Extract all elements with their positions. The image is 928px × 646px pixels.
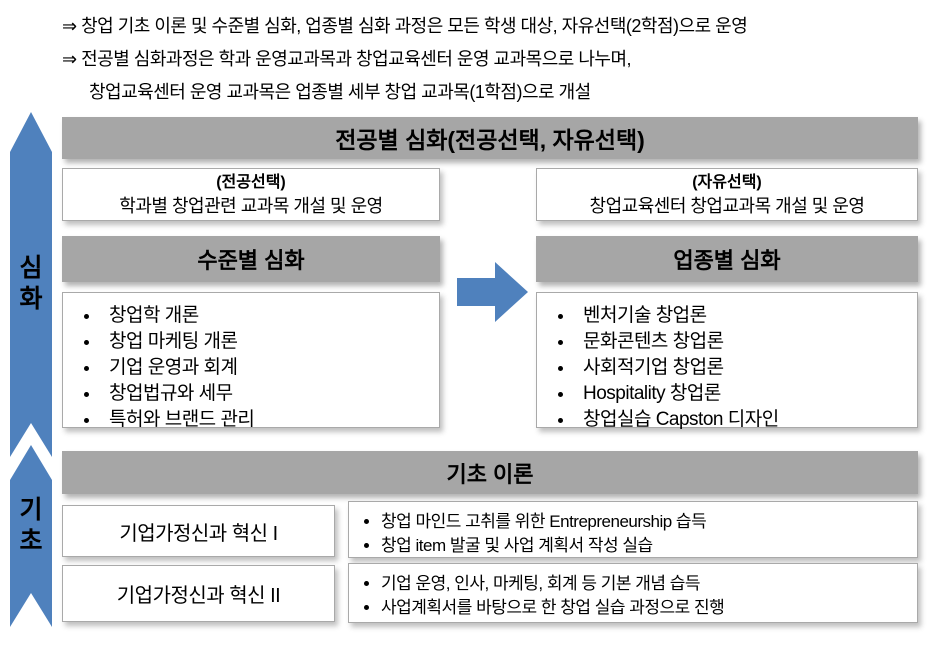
advanced-rail-label: 심화 (19, 254, 43, 314)
industry-course-list-box: 벤처기술 창업론 문화콘텐츠 창업론 사회적기업 창업론 Hospitality… (536, 292, 918, 430)
course-box-innovation-1: 기업가정신과 혁신 I (62, 505, 335, 557)
list-item: 창업 item 발굴 및 사업 계획서 작성 실습 (381, 534, 913, 558)
industry-course-list: 벤처기술 창업론 문화콘텐츠 창업론 사회적기업 창업론 Hospitality… (543, 303, 911, 433)
basic-theory-header: 기초 이론 (62, 451, 918, 494)
list-item: 창업실습 Capston 디자인 (575, 407, 911, 433)
list-item: 기업 운영과 회계 (101, 355, 433, 381)
course-points-box-2: 기업 운영, 인사, 마케팅, 회계 등 기본 개념 습득 사업계획서를 바탕으… (348, 563, 918, 623)
right-arrow-icon (457, 262, 528, 322)
course-box-innovation-2: 기업가정신과 혁신 II (62, 565, 335, 622)
major-deepening-header: 전공별 심화(전공선택, 자유선택) (62, 117, 918, 159)
advanced-up-arrow (10, 112, 52, 457)
course-points-list-1: 창업 마인드 고취를 위한 Entrepreneurship 습득 창업 ite… (353, 510, 913, 558)
basic-rail-label: 기초 (19, 496, 43, 556)
note-line-3: 창업교육센터 운영 교과목은 업종별 세부 창업 교과목(1학점)으로 개설 (89, 82, 591, 102)
level-deepening-header: 수준별 심화 (62, 236, 440, 282)
course-points-box-1: 창업 마인드 고취를 위한 Entrepreneurship 습득 창업 ite… (348, 501, 918, 558)
note-line-1: ⇒ 창업 기초 이론 및 수준별 심화, 업종별 심화 과정은 모든 학생 대상… (62, 16, 748, 36)
industry-deepening-header: 업종별 심화 (536, 236, 918, 282)
list-item: 벤처기술 창업론 (575, 303, 911, 329)
list-item: 창업 마케팅 개론 (101, 329, 433, 355)
level-course-list-box: 창업학 개론 창업 마케팅 개론 기업 운영과 회계 창업법규와 세무 특허와 … (62, 292, 440, 430)
list-item: 특허와 브랜드 관리 (101, 407, 433, 433)
note-line-2: ⇒ 전공별 심화과정은 학과 운영교과목과 창업교육센터 운영 교과목으로 나누… (62, 49, 632, 69)
free-elective-title: (자유선택) (692, 173, 762, 191)
basic-chevron-arrow (10, 445, 52, 627)
free-elective-box: (자유선택) 창업교육센터 창업교과목 개설 및 운영 (536, 168, 918, 221)
list-item: 사업계획서를 바탕으로 한 창업 실습 과정으로 진행 (381, 596, 913, 620)
list-item: 기업 운영, 인사, 마케팅, 회계 등 기본 개념 습득 (381, 572, 913, 596)
list-item: 창업법규와 세무 (101, 381, 433, 407)
major-elective-desc: 학과별 창업관련 교과목 개설 및 운영 (119, 195, 383, 216)
list-item: 창업 마인드 고취를 위한 Entrepreneurship 습득 (381, 510, 913, 534)
list-item: 문화콘텐츠 창업론 (575, 329, 911, 355)
major-elective-title: (전공선택) (216, 173, 286, 191)
list-item: Hospitality 창업론 (575, 381, 911, 407)
major-elective-box: (전공선택) 학과별 창업관련 교과목 개설 및 운영 (62, 168, 440, 221)
list-item: 창업학 개론 (101, 303, 433, 329)
free-elective-desc: 창업교육센터 창업교과목 개설 및 운영 (589, 195, 865, 216)
list-item: 사회적기업 창업론 (575, 355, 911, 381)
course-points-list-2: 기업 운영, 인사, 마케팅, 회계 등 기본 개념 습득 사업계획서를 바탕으… (353, 572, 913, 620)
level-course-list: 창업학 개론 창업 마케팅 개론 기업 운영과 회계 창업법규와 세무 특허와 … (69, 303, 433, 433)
